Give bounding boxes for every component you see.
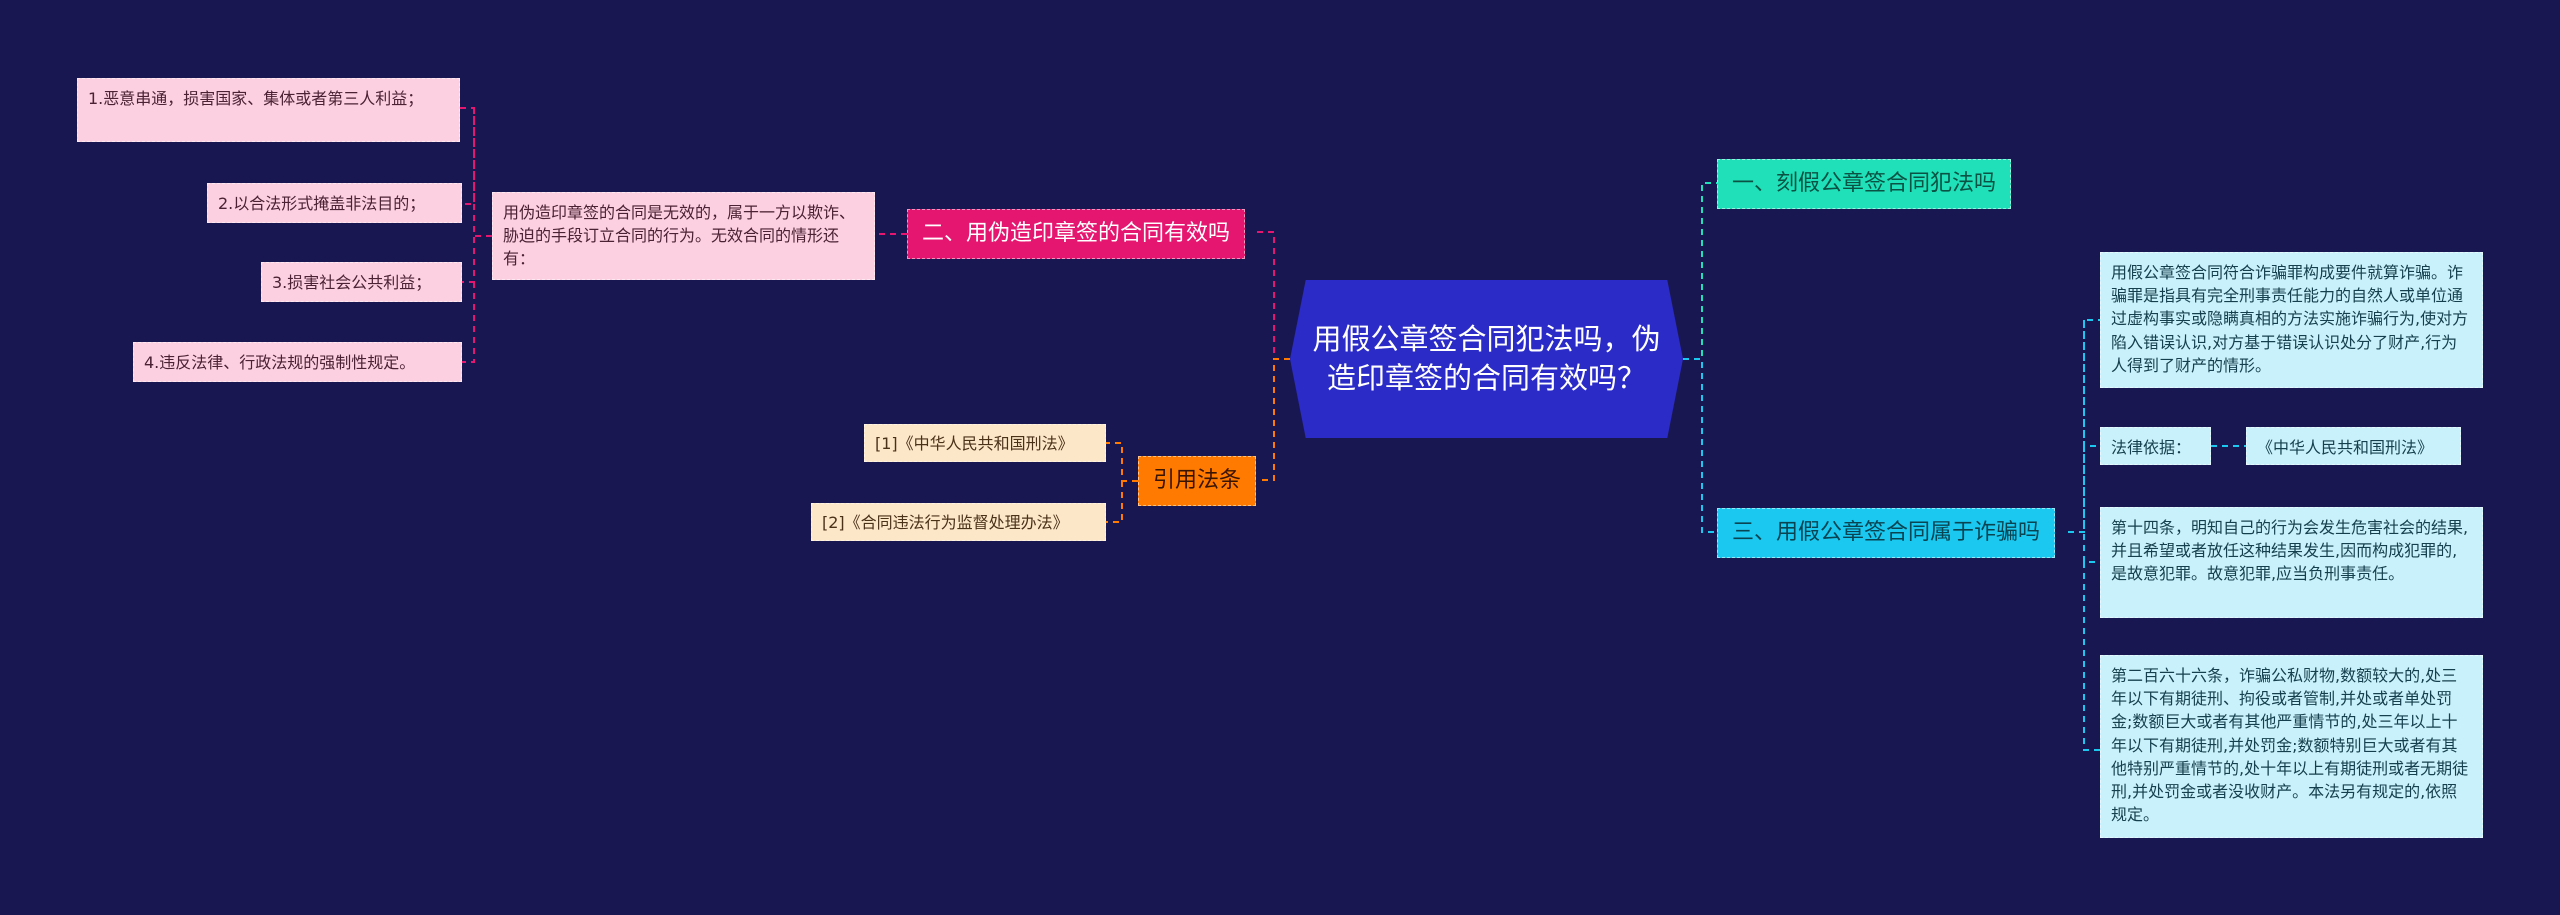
invalid-case-item-2-text: 2.以合法形式掩盖非法目的； [218, 194, 426, 213]
branch-two-label: 二、用伪造印章签的合同有效吗 [922, 221, 1231, 246]
connector-branch-three-leaves [2068, 319, 2100, 751]
citations-node[interactable]: 引用法条 [1138, 456, 1257, 506]
citation-item-1-text: [1]《中华人民共和国刑法》 [875, 434, 1074, 453]
article-266-paragraph[interactable]: 第二百六十六条，诈骗公私财物,数额较大的,处三年以下有期徒刑、拘役或者管制,并处… [2100, 655, 2483, 838]
legal-basis-value-node[interactable]: 《中华人民共和国刑法》 [2246, 427, 2461, 465]
article-14-text: 第十四条，明知自己的行为会发生危害社会的结果,并且希望或者放任这种结果发生,因而… [2111, 518, 2469, 584]
article-14-paragraph[interactable]: 第十四条，明知自己的行为会发生危害社会的结果,并且希望或者放任这种结果发生,因而… [2100, 507, 2483, 618]
connector-center-branch-three [1683, 358, 1717, 533]
connector-center-branch-one [1683, 182, 1717, 360]
branch-three-node[interactable]: 三、用假公章签合同属于诈骗吗 [1717, 508, 2056, 558]
fraud-definition-paragraph[interactable]: 用假公章签合同符合诈骗罪构成要件就算诈骗。诈骗罪是指具有完全刑事责任能力的自然人… [2100, 252, 2483, 388]
invalid-case-item-3[interactable]: 3.损害社会公共利益； [261, 262, 462, 302]
invalid-case-item-1[interactable]: 1.恶意串通，损害国家、集体或者第三人利益； [77, 78, 460, 142]
branch-two-desc[interactable]: 用伪造印章签的合同是无效的，属于一方以欺诈、胁迫的手段订立合同的行为。无效合同的… [492, 192, 875, 280]
fraud-definition-text: 用假公章签合同符合诈骗罪构成要件就算诈骗。诈骗罪是指具有完全刑事责任能力的自然人… [2111, 263, 2469, 375]
article-266-text: 第二百六十六条，诈骗公私财物,数额较大的,处三年以下有期徒刑、拘役或者管制,并处… [2111, 666, 2469, 825]
connector-center-citations [1258, 358, 1290, 481]
connector-desc-items [460, 107, 492, 363]
citation-item-2-text: [2]《合同违法行为监督处理办法》 [822, 513, 1069, 532]
citation-item-1[interactable]: [1]《中华人民共和国刑法》 [864, 424, 1106, 462]
invalid-case-item-4-text: 4.违反法律、行政法规的强制性规定。 [144, 353, 416, 372]
invalid-case-item-4[interactable]: 4.违反法律、行政法规的强制性规定。 [133, 342, 462, 382]
branch-two-desc-text: 用伪造印章签的合同是无效的，属于一方以欺诈、胁迫的手段订立合同的行为。无效合同的… [503, 203, 856, 269]
branch-three-label: 三、用假公章签合同属于诈骗吗 [1732, 520, 2041, 545]
central-topic[interactable]: 用假公章签合同犯法吗，伪造印章签的合同有效吗？ [1290, 280, 1683, 438]
citation-item-2[interactable]: [2]《合同违法行为监督处理办法》 [811, 503, 1106, 541]
connector-citations-items [1106, 442, 1138, 523]
branch-one-node[interactable]: 一、刻假公章签合同犯法吗 [1717, 159, 2012, 209]
legal-basis-label-node[interactable]: 法律依据： [2100, 427, 2211, 465]
invalid-case-item-1-text: 1.恶意串通，损害国家、集体或者第三人利益； [88, 89, 424, 108]
connector-center-branch-two [1256, 231, 1290, 360]
legal-basis-value: 《中华人民共和国刑法》 [2257, 438, 2434, 457]
invalid-case-item-2[interactable]: 2.以合法形式掩盖非法目的； [207, 183, 462, 223]
central-topic-text: 用假公章签合同犯法吗，伪造印章签的合同有效吗？ [1312, 321, 1661, 395]
branch-one-label: 一、刻假公章签合同犯法吗 [1732, 171, 1997, 196]
citations-label: 引用法条 [1153, 468, 1242, 493]
legal-basis-label: 法律依据： [2111, 438, 2192, 457]
invalid-case-item-3-text: 3.损害社会公共利益； [272, 273, 432, 292]
branch-two-node[interactable]: 二、用伪造印章签的合同有效吗 [907, 209, 1246, 259]
